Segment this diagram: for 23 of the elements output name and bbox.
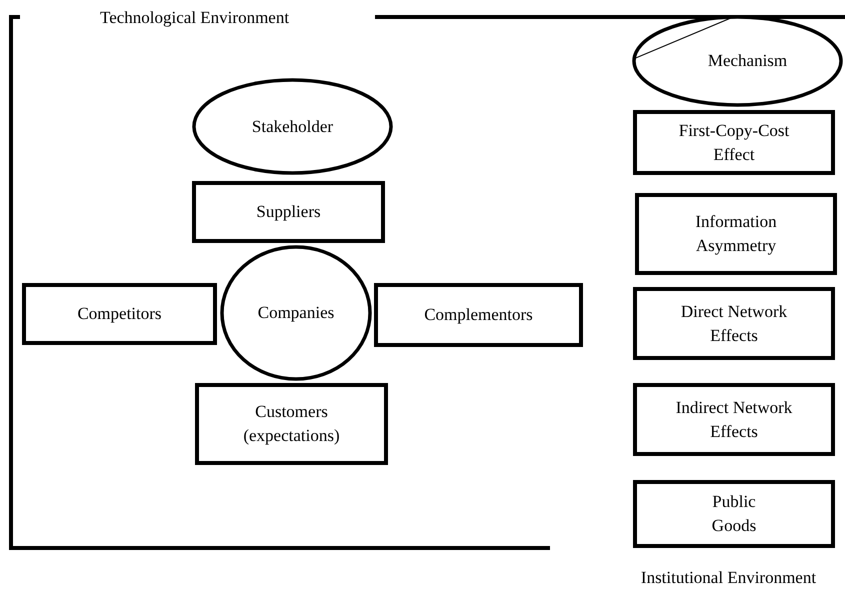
node-text: Competitors [77,303,162,326]
node-text: Customers (expectations) [242,401,341,447]
process-box [633,480,835,548]
process-box [192,181,385,243]
node-text: Mechanism [708,50,788,72]
process-box [22,283,217,345]
node-text: Public Goods [710,491,758,537]
process-box [633,287,835,360]
node-text: Information Asymmetry [694,211,778,257]
process-box [374,283,583,347]
process-box [195,383,388,465]
node-text: Direct Network Effects [680,300,788,346]
process-box [633,383,835,456]
node-text: Suppliers [256,201,321,224]
node-text: First-Copy-Cost Effect [678,120,790,166]
node-text: Companies [258,302,334,324]
process-box [635,193,837,275]
node-text: Complementors [424,304,533,326]
ellipse-node [192,78,393,175]
node-text: Indirect Network Effects [674,396,794,442]
node-text: Stakeholder [252,116,334,138]
process-box [633,110,835,175]
ellipse-node [220,245,372,381]
